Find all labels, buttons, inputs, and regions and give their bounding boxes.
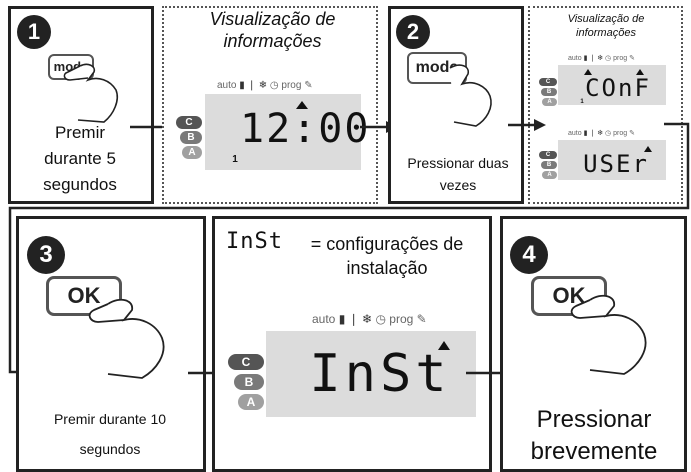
step3-hand-icon (88, 298, 165, 379)
step2-hand-icon (449, 64, 492, 127)
display1-mode-c: C (176, 116, 202, 129)
wrench-icon: ✎ (629, 130, 635, 137)
thermometer-icon: ▮ ❘ (338, 312, 359, 326)
center-lcd-value: InSt (309, 344, 451, 404)
step3-badge: 3 (27, 236, 65, 274)
display2-lcd-top-value: COnF (585, 74, 651, 102)
center-symbol: InSt (226, 229, 283, 254)
snowflake-icon: ❄ (597, 55, 604, 62)
display1-mode-a: A (182, 146, 202, 159)
display1-lcd-small: 1 (232, 154, 238, 165)
step2-caption: Pressionar duas vezes (407, 155, 509, 193)
center-arrow-indicator (438, 341, 450, 350)
snowflake-icon: ❄ (258, 80, 268, 91)
display1-lcd (205, 94, 361, 170)
auto-label: auto (312, 312, 336, 326)
wrench-icon: ✎ (304, 80, 313, 91)
prog-label: prog (281, 80, 302, 91)
step1-badge: 1 (17, 15, 51, 49)
display2-icons-top: auto ▮ ❘ ❄ ◷ prog ✎ (568, 54, 635, 62)
step1-hand-icon (63, 63, 119, 123)
clock-icon: ◷ (605, 130, 612, 137)
thermometer-icon: ▮ (239, 80, 245, 91)
auto-label: auto (568, 130, 582, 137)
display2-bottom-mode-b: B (541, 161, 557, 169)
display2-top-mode-a: A (542, 98, 557, 106)
thermometer-icon: ▮ ❘ (583, 130, 596, 137)
auto-label: auto (568, 55, 582, 62)
auto-label: auto (217, 80, 237, 91)
display2-top-arrow-2 (636, 69, 644, 75)
snowflake-icon: ❄ (597, 130, 604, 137)
clock-icon: ◷ (375, 312, 386, 326)
clock-icon: ◷ (269, 80, 279, 91)
arrow-3 (508, 119, 546, 131)
step1-caption: Premir durante 5 segundos (43, 123, 117, 194)
display2-bottom-mode-c: C (539, 151, 557, 159)
display2-bottom-arrow (644, 146, 652, 152)
prog-label: prog (389, 312, 414, 326)
center-icons: auto ▮ ❘ ❄ ◷ prog ✎ (312, 312, 427, 326)
display2-icons-bottom: auto ▮ ❘ ❄ ◷ prog ✎ (568, 129, 635, 137)
display2-lcd-bottom-value: USEr (583, 150, 649, 178)
step4-caption: Pressionar brevemente (530, 406, 658, 465)
display2-lcd-top-small: 1 (580, 99, 584, 105)
display1-arrow-indicator (296, 101, 308, 109)
step2-badge: 2 (396, 15, 430, 49)
center-mode-a: A (238, 394, 264, 410)
thermometer-icon-2: ❘ (247, 80, 256, 91)
display1-mode-b: B (180, 131, 202, 144)
thermometer-icon: ▮ ❘ (583, 55, 596, 62)
clock-icon: ◷ (605, 55, 612, 62)
center-mode-c: C (228, 354, 264, 370)
display2-header: Visualização de informações (567, 13, 645, 39)
step4-badge: 4 (510, 236, 548, 274)
display2-bottom-mode-a: A (542, 171, 557, 179)
display2-top-arrow-1 (584, 69, 592, 75)
display1-lcd-value: 12:00 (240, 106, 371, 152)
display2-lcd-top (558, 65, 666, 105)
step4-hand-icon (570, 294, 647, 375)
wrench-icon: ✎ (416, 312, 427, 326)
snowflake-icon: ❄ (362, 312, 373, 326)
display2-top-mode-c: C (539, 78, 557, 86)
prog-label: prog (613, 55, 628, 62)
prog-label: prog (613, 130, 628, 137)
center-header: = configurações de instalação (310, 234, 464, 278)
center-mode-b: B (234, 374, 264, 390)
step3-caption: Premir durante 10 segundos (53, 411, 167, 457)
display1-icons: auto ▮ ❘ ❄ ◷ prog ✎ (217, 80, 313, 91)
step4-ok-button[interactable]: OK (531, 276, 607, 316)
display2-top-mode-b: B (541, 88, 557, 96)
wrench-icon: ✎ (629, 55, 635, 62)
display1-header: Visualização de informações (209, 9, 336, 51)
